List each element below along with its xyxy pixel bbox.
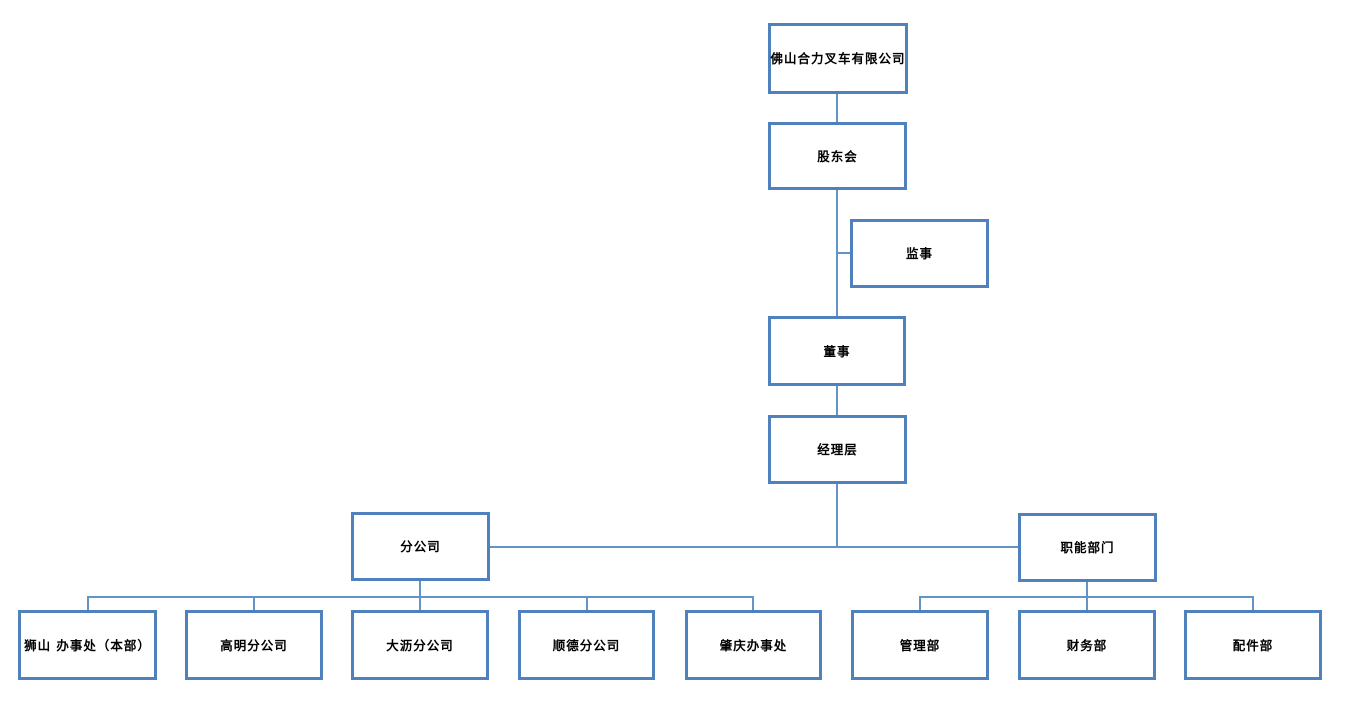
connector-branches-functions	[490, 546, 1018, 548]
node-shunde: 顺德分公司	[518, 610, 655, 680]
connector-director-management	[836, 386, 838, 415]
node-gaoming-label: 高明分公司	[220, 637, 288, 653]
node-supervisor-label: 监事	[905, 246, 933, 261]
connector-stub-admin	[919, 596, 921, 610]
node-admin: 管理部	[851, 610, 989, 680]
node-branches: 分公司	[351, 512, 490, 581]
node-zhaoqing-label: 肇庆办事处	[719, 637, 788, 653]
connector-stub-shunde	[586, 596, 588, 610]
connector-stub-dali	[419, 596, 421, 610]
node-parts: 配件部	[1184, 610, 1322, 680]
node-finance-label: 财务部	[1066, 637, 1108, 653]
node-parts-label: 配件部	[1232, 637, 1274, 653]
node-dali: 大沥分公司	[351, 610, 489, 680]
node-admin-label: 管理部	[899, 637, 941, 653]
connector-functions-drop	[1086, 582, 1088, 597]
connector-stub-parts	[1252, 596, 1254, 610]
node-finance: 财务部	[1018, 610, 1156, 680]
node-supervisor: 监事	[850, 219, 989, 288]
connector-branches-drop	[419, 581, 421, 597]
connector-company-shareholders	[836, 94, 838, 122]
node-shishan: 狮山 办事处（本部）	[18, 610, 157, 680]
node-shishan-label: 狮山 办事处（本部）	[24, 637, 151, 653]
node-company: 佛山合力叉车有限公司	[768, 23, 908, 94]
node-zhaoqing: 肇庆办事处	[685, 610, 822, 680]
connector-stub-shishan	[87, 596, 89, 610]
node-functions-label: 职能部门	[1060, 540, 1115, 555]
node-branches-label: 分公司	[400, 539, 441, 554]
node-director: 董事	[768, 316, 906, 386]
node-company-label: 佛山合力叉车有限公司	[770, 51, 906, 66]
node-functions: 职能部门	[1018, 513, 1157, 582]
connector-stub-zhaoqing	[752, 596, 754, 610]
node-director-label: 董事	[823, 343, 851, 359]
node-management: 经理层	[768, 415, 907, 484]
connector-management-drop	[836, 484, 838, 547]
connector-stub-finance	[1086, 596, 1088, 610]
connector-stub-gaoming	[253, 596, 255, 610]
node-shunde-label: 顺德分公司	[552, 637, 621, 653]
node-shareholders-label: 股东会	[817, 148, 858, 164]
node-dali-label: 大沥分公司	[386, 637, 454, 653]
connector-supervisor-stub	[838, 252, 850, 254]
node-management-label: 经理层	[817, 442, 858, 457]
node-gaoming: 高明分公司	[185, 610, 323, 680]
node-shareholders: 股东会	[768, 122, 907, 190]
connector-shareholders-director	[836, 190, 838, 316]
